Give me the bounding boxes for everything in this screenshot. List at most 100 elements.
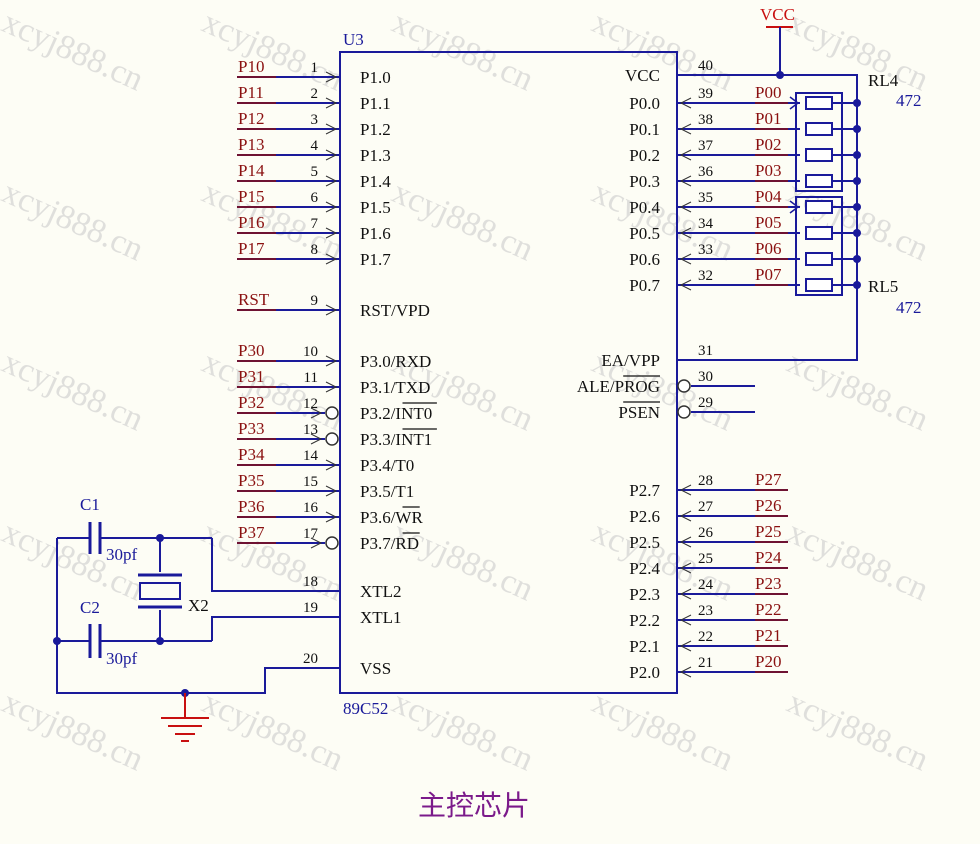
pin-name-13: P3.3/INT1: [360, 430, 432, 449]
pin-name-19: XTL1: [360, 608, 402, 627]
net-label-P32: P32: [238, 393, 264, 412]
pin-number-25: 25: [698, 551, 713, 567]
pin-name-1: P1.0: [360, 68, 391, 87]
net-label-P14: P14: [238, 161, 265, 180]
pin-name-24: P2.3: [629, 585, 660, 604]
pin-name-8: P1.7: [360, 250, 391, 269]
pin-number-34: 34: [698, 216, 714, 232]
net-label-P35: P35: [238, 471, 264, 490]
net-label-P27: P27: [755, 470, 782, 489]
pin-name-7: P1.6: [360, 224, 391, 243]
net-label-P17: P17: [238, 239, 265, 258]
net-label-P10: P10: [238, 57, 264, 76]
net-label-RST: RST: [238, 290, 270, 309]
watermark-text: xcyj888.cn: [387, 4, 539, 99]
net-label-P12: P12: [238, 109, 264, 128]
oscillator-circuit: C1 30pf C2 30pf X2: [53, 495, 340, 742]
diagram-caption: 主控芯片: [418, 789, 530, 822]
pin-number-20: 20: [303, 651, 318, 667]
pin-name-32: P0.7: [629, 276, 660, 295]
watermark-text: xcyj888.cn: [197, 514, 349, 609]
chip-ref: U3: [343, 30, 364, 49]
net-label-P30: P30: [238, 341, 264, 360]
watermark-text: xcyj888.cn: [387, 174, 539, 269]
pin-number-39: 39: [698, 86, 713, 102]
pin-name-40: VCC: [625, 66, 660, 85]
pin-number-1: 1: [311, 60, 319, 76]
pin-name-16: P3.6/WR: [360, 508, 423, 527]
net-label-P26: P26: [755, 496, 781, 515]
pin-number-27: 27: [698, 499, 714, 515]
net-label-P36: P36: [238, 497, 264, 516]
c1-value: 30pf: [106, 545, 138, 564]
pin-number-4: 4: [311, 138, 319, 154]
pin-name-11: P3.1/TXD: [360, 378, 430, 397]
pin-number-18: 18: [303, 574, 318, 590]
net-label-P23: P23: [755, 574, 781, 593]
pin-number-7: 7: [311, 216, 319, 232]
pin-name-38: P0.1: [629, 120, 660, 139]
pin-name-5: P1.4: [360, 172, 391, 191]
pin-name-17: P3.7/RD: [360, 534, 419, 553]
net-label-P34: P34: [238, 445, 265, 464]
pin-name-9: RST/VPD: [360, 301, 430, 320]
pin-name-14: P3.4/T0: [360, 456, 414, 475]
net-label-P16: P16: [238, 213, 264, 232]
watermark-text: xcyj888.cn: [0, 174, 149, 269]
net-label-P07: P07: [755, 265, 782, 284]
rl4-value: 472: [896, 91, 922, 110]
rl4-ref: RL4: [868, 71, 899, 90]
net-label-P21: P21: [755, 626, 781, 645]
watermark-text: xcyj888.cn: [587, 4, 739, 99]
pin-number-3: 3: [311, 112, 319, 128]
watermark-text: xcyj888.cn: [197, 4, 349, 99]
pin-number-9: 9: [311, 293, 319, 309]
pin-name-34: P0.5: [629, 224, 660, 243]
watermark-text: xcyj888.cn: [0, 4, 149, 99]
net-label-P06: P06: [755, 239, 781, 258]
c2-ref: C2: [80, 598, 100, 617]
pin-number-14: 14: [303, 448, 319, 464]
pin-number-29: 29: [698, 395, 713, 411]
pin-number-16: 16: [303, 500, 319, 516]
pin-number-6: 6: [311, 190, 319, 206]
pin-name-21: P2.0: [629, 663, 660, 682]
net-label-P33: P33: [238, 419, 264, 438]
watermark-text: xcyj888.cn: [782, 684, 934, 779]
pin-name-28: P2.7: [629, 481, 660, 500]
pin-name-23: P2.2: [629, 611, 660, 630]
pin-number-19: 19: [303, 600, 318, 616]
pin-number-31: 31: [698, 343, 713, 359]
net-label-P37: P37: [238, 523, 265, 542]
pin-name-30: ALE/PROG: [577, 377, 660, 396]
pin-number-13: 13: [303, 422, 318, 438]
pin-number-22: 22: [698, 629, 713, 645]
net-label-P20: P20: [755, 652, 781, 671]
watermark-layer: xcyj888.cn xcyj888.cn xcyj888.cn xcyj888.cn…: [0, 4, 934, 779]
pin-name-33: P0.6: [629, 250, 660, 269]
net-label-P11: P11: [238, 83, 264, 102]
net-label-P24: P24: [755, 548, 782, 567]
c1-ref: C1: [80, 495, 100, 514]
pin-number-28: 28: [698, 473, 713, 489]
pin-number-2: 2: [311, 86, 319, 102]
